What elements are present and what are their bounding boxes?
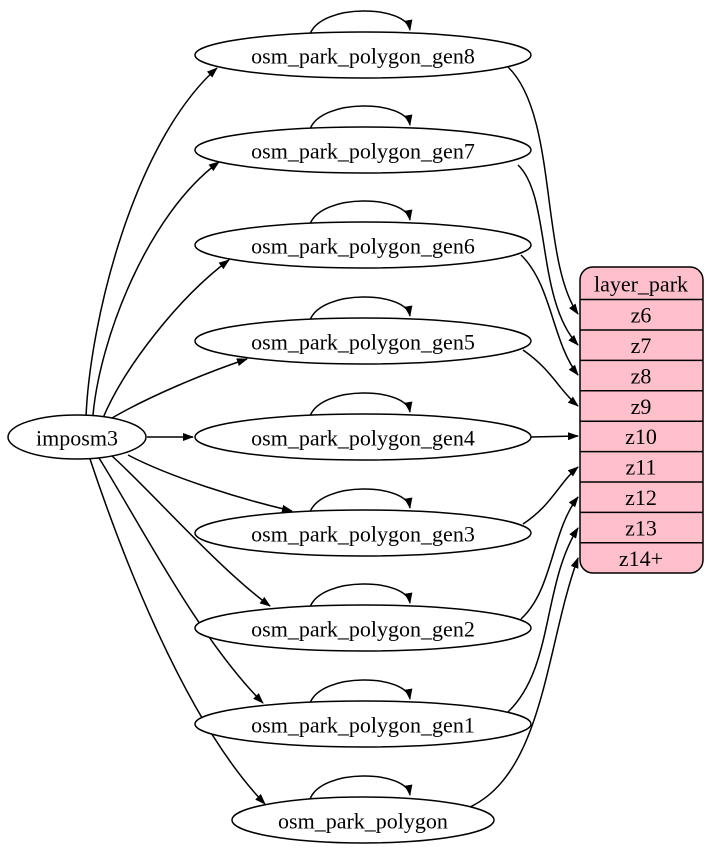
- edge-gen5-to-z9: [522, 349, 579, 407]
- layer-park-row-z10: z10: [625, 424, 657, 449]
- node-gen7: osm_park_polygon_gen7: [194, 126, 532, 174]
- edge-gen4-to-z10: [530, 432, 579, 441]
- node-gen5-label: osm_park_polygon_gen5: [251, 330, 475, 355]
- self-loop-base: [309, 775, 413, 800]
- edge-imposm3-to-base: [89, 458, 266, 805]
- edge-base-to-z14plus: [469, 557, 579, 808]
- self-loop-edges: [309, 10, 413, 800]
- node-gen3-label: osm_park_polygon_gen3: [251, 522, 475, 547]
- node-gen6-label: osm_park_polygon_gen6: [251, 234, 475, 259]
- node-base-shape: [231, 796, 495, 844]
- edge-imposm3-to-gen7: [92, 161, 220, 416]
- edge-gen1-to-z13: [507, 527, 579, 713]
- self-loop-gen1: [309, 679, 413, 704]
- edge-imposm3-to-gen2: [111, 455, 271, 607]
- node-base-label: osm_park_polygon: [278, 809, 448, 834]
- node-gen8-label: osm_park_polygon_gen8: [251, 44, 475, 69]
- node-gen7-shape: [194, 126, 532, 174]
- self-loop-gen6: [309, 200, 413, 225]
- node-gen2-label: osm_park_polygon_gen2: [251, 617, 475, 642]
- node-gen1: osm_park_polygon_gen1: [194, 700, 532, 748]
- layer-park-header: layer_park: [594, 272, 688, 297]
- layer-park-row-z11: z11: [626, 455, 657, 480]
- node-base: osm_park_polygon: [231, 796, 495, 844]
- node-gen1-label: osm_park_polygon_gen1: [251, 713, 475, 738]
- node-gen6-shape: [194, 221, 532, 269]
- self-loop-gen7: [309, 105, 413, 130]
- node-gen2-shape: [194, 604, 532, 652]
- node-gen4-label: osm_park_polygon_gen4: [251, 426, 475, 451]
- self-loop-gen2: [309, 583, 413, 608]
- edge-gen8-to-z6: [507, 66, 579, 315]
- layer-park-row-z13: z13: [625, 516, 657, 541]
- edge-imposm3-to-gen3: [127, 454, 293, 513]
- node-gen7-label: osm_park_polygon_gen7: [251, 139, 475, 164]
- node-gen3-shape: [194, 509, 532, 557]
- layer-park-row-z6: z6: [631, 303, 652, 328]
- node-gen3: osm_park_polygon_gen3: [194, 509, 532, 557]
- layer-park-row-z8: z8: [631, 364, 652, 389]
- edge-gen7-to-z7: [517, 164, 579, 346]
- layer-park-row-z14plus: z14+: [619, 546, 663, 571]
- layer-park-table: layer_park z6 z7 z8 z9 z10 z11 z12 z13 z…: [579, 266, 704, 574]
- node-gen1-shape: [194, 700, 532, 748]
- node-gen4: osm_park_polygon_gen4: [194, 413, 532, 461]
- edge-imposm3-to-gen8: [85, 67, 218, 418]
- edge-imposm3-to-gen6: [102, 259, 230, 419]
- edges-from-source: [85, 67, 293, 805]
- node-imposm3-shape: [7, 414, 147, 460]
- node-gen8: osm_park_polygon_gen8: [194, 31, 532, 79]
- node-imposm3: imposm3: [7, 414, 147, 460]
- layer-park-row-z7: z7: [631, 333, 652, 358]
- edge-imposm3-to-gen1: [98, 457, 264, 704]
- edge-gen3-to-z11: [522, 466, 579, 525]
- node-gen5-shape: [194, 317, 532, 365]
- self-loop-gen5: [309, 296, 413, 321]
- node-gen5: osm_park_polygon_gen5: [194, 317, 532, 365]
- edges-to-layer: [469, 66, 579, 808]
- self-loop-gen3: [309, 488, 413, 513]
- node-gen8-shape: [194, 31, 532, 79]
- self-loop-gen8: [309, 10, 413, 35]
- edge-gen2-to-z12: [520, 496, 579, 620]
- edge-imposm3-to-gen5: [111, 358, 248, 419]
- node-gen2: osm_park_polygon_gen2: [194, 604, 532, 652]
- edge-gen6-to-z8: [520, 254, 579, 376]
- node-gen4-shape: [194, 413, 532, 461]
- self-loop-gen4: [309, 392, 413, 417]
- node-gen6: osm_park_polygon_gen6: [194, 221, 532, 269]
- layer-park-row-z9: z9: [631, 394, 652, 419]
- layer-park-outline: [579, 266, 704, 574]
- node-imposm3-label: imposm3: [36, 426, 118, 451]
- layer-park-row-z12: z12: [625, 485, 657, 510]
